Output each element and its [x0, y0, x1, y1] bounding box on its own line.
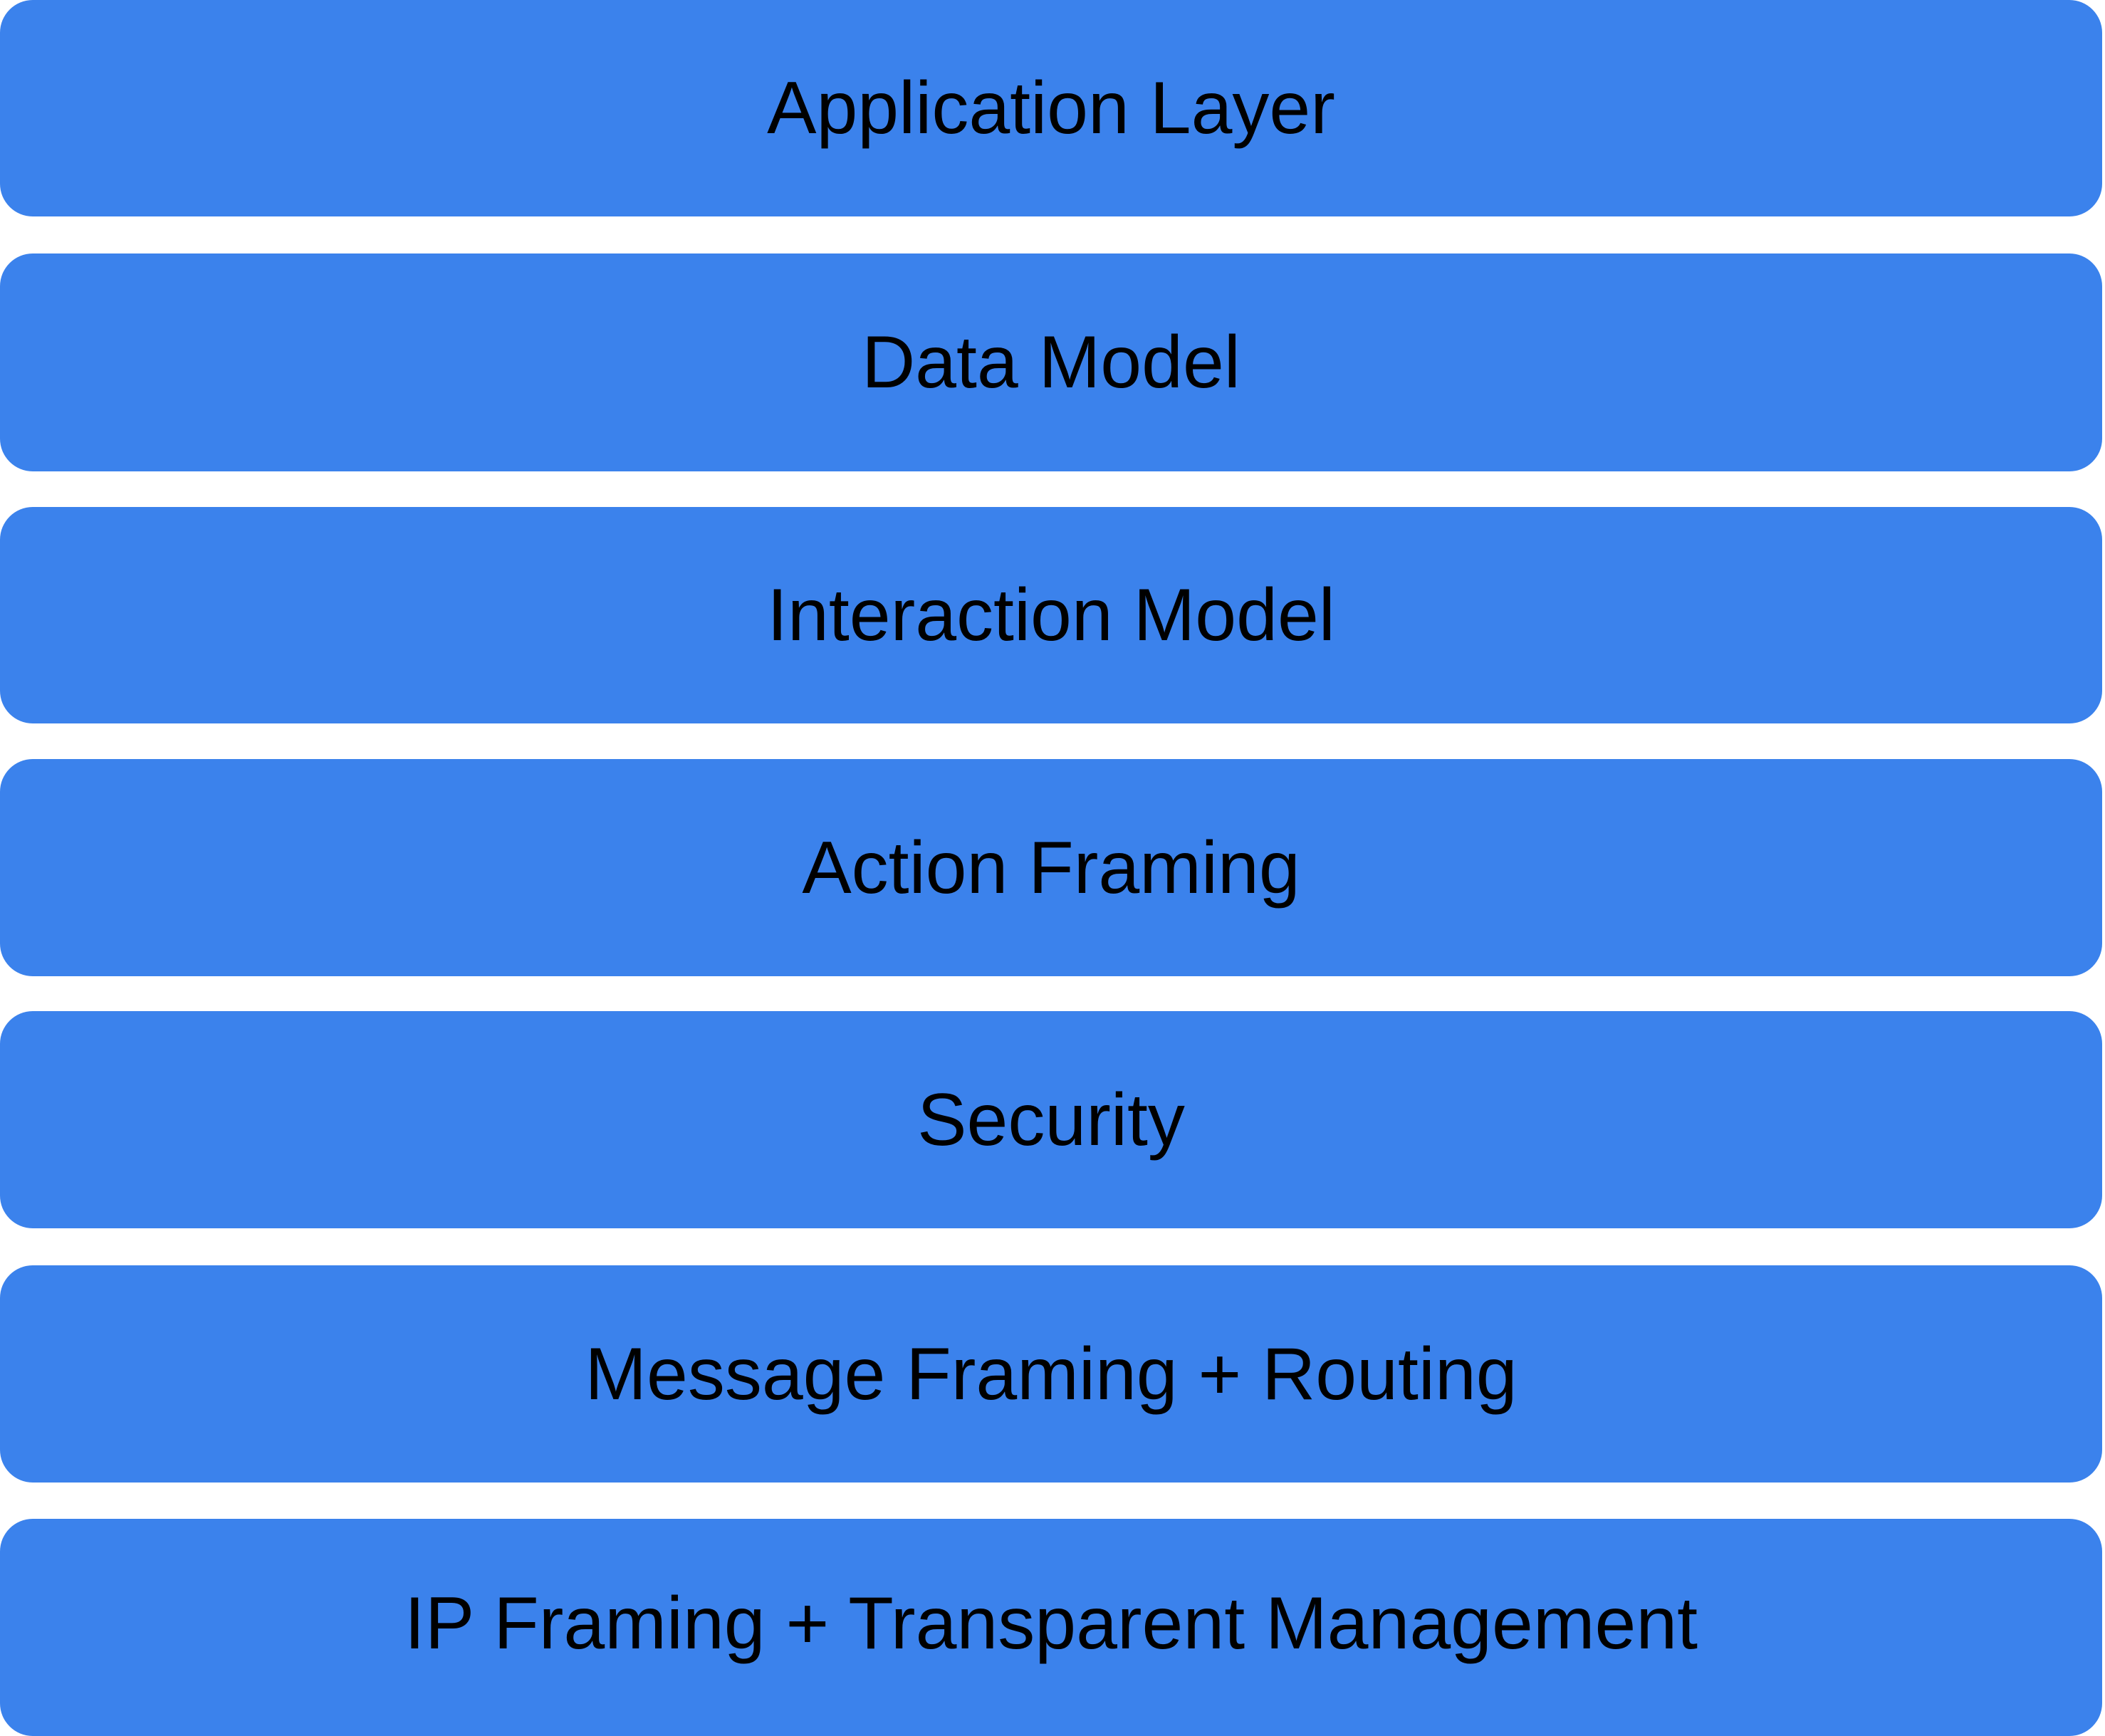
layer-label: Interaction Model: [767, 574, 1335, 657]
layer-label: Message Framing + Routing: [585, 1332, 1518, 1416]
layer-label: Action Framing: [802, 826, 1300, 909]
layer-bar-application-layer[interactable]: Application Layer: [0, 0, 2102, 216]
layer-bar-data-model[interactable]: Data Model: [0, 253, 2102, 471]
layer-bar-ip-framing-transparent-management[interactable]: IP Framing + Transparent Management: [0, 1519, 2102, 1736]
layer-label: Data Model: [862, 321, 1240, 404]
layer-bar-interaction-model[interactable]: Interaction Model: [0, 507, 2102, 723]
layer-bar-action-framing[interactable]: Action Framing: [0, 759, 2102, 976]
layer-label: IP Framing + Transparent Management: [404, 1581, 1698, 1665]
layer-label: Application Layer: [767, 67, 1335, 150]
layer-bar-message-framing-routing[interactable]: Message Framing + Routing: [0, 1265, 2102, 1483]
layer-bar-security[interactable]: Security: [0, 1011, 2102, 1228]
layer-label: Security: [917, 1078, 1185, 1161]
